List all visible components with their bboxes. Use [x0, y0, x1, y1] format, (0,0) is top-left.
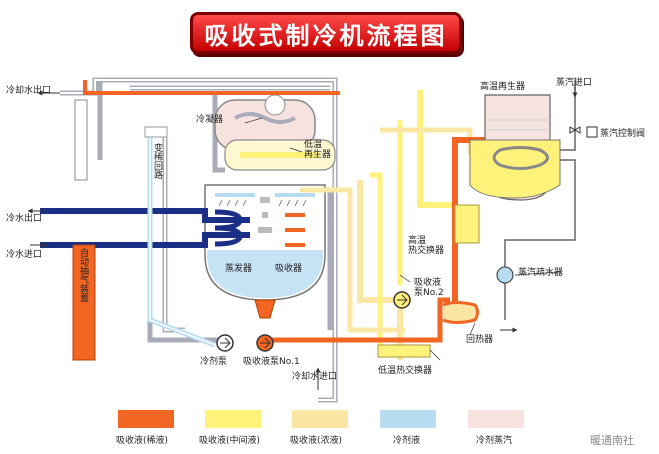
- absorbent-pump-1-arrow: [260, 337, 271, 349]
- absorbent-pump-2-arrow: [397, 294, 408, 306]
- auto-purge-device-bar: [72, 244, 96, 361]
- heat-recovery-coil: [442, 301, 479, 324]
- label-cooling-water-outlet: 冷却水出口: [6, 86, 52, 96]
- steam-lines: [504, 85, 576, 320]
- low-temp-gen-leader: [289, 147, 303, 153]
- legend-swatch-dilute: [118, 410, 174, 428]
- purge-vessel: [74, 99, 88, 181]
- label-refrigerant-pump: 冷剂泵: [200, 357, 228, 367]
- condenser-coil-top: [264, 94, 286, 116]
- absorber-sump: [254, 299, 276, 319]
- legend-swatch-refrigerant-vapor: [468, 410, 524, 428]
- refrigerant-liquid-line-core: [149, 133, 216, 346]
- evaporator-coil: [214, 209, 243, 247]
- steam-trap-leader: [514, 271, 561, 276]
- refrigerant-pump-arrow: [220, 337, 231, 349]
- legend-swatch-refrigerant-liquid: [380, 410, 436, 428]
- high-temp-generator-unit: [469, 94, 561, 201]
- label-chilled-water-inlet: 冷水进口: [6, 250, 43, 260]
- label-low-temp-heat-exchanger: 低温热交换器: [378, 366, 433, 376]
- legend-label-refrigerant-vapor: 冷剂蒸汽: [476, 436, 513, 446]
- low-temp-heat-exchanger-body: [377, 344, 431, 358]
- label-absorber: 吸收器: [275, 264, 303, 274]
- label-absorbent-pump-2: 吸收液 泵No.2: [414, 278, 444, 298]
- high-temp-generator-vapor-lines: [488, 119, 548, 131]
- eliminator-baffles: [258, 197, 272, 233]
- label-evaporator: 蒸发器: [225, 264, 253, 274]
- legend-label-refrigerant-liquid: 冷剂液: [393, 436, 421, 446]
- label-cooling-water-inlet: 冷却水进口: [292, 372, 338, 382]
- flow-arrows: [27, 78, 578, 390]
- label-high-temp-generator: 高温再生器: [480, 82, 526, 92]
- label-variable-dilution-circuit: 变稀回路: [152, 143, 162, 179]
- label-steam-inlet: 蒸汽进口: [556, 78, 593, 88]
- steam-trap-icon: [496, 266, 514, 284]
- chilled-water-out-line: [40, 208, 250, 223]
- chilled-water-in-line: [40, 232, 250, 248]
- high-temp-heat-exchanger-body: [454, 204, 480, 244]
- steam-control-actuator: [586, 126, 598, 138]
- steam-condensate-line: [504, 159, 576, 270]
- absorber-tubes: [285, 213, 305, 247]
- chilled-water-lines: [40, 208, 250, 248]
- label-heat-recovery: 回热器: [466, 335, 494, 345]
- concentrated-line-3: [300, 187, 405, 333]
- label-auto-purge-device: 自动抽气装置: [78, 248, 88, 302]
- pump2-leader: [399, 274, 411, 283]
- label-steam-trap: 蒸汽疏水器: [518, 268, 564, 278]
- steam-control-valve-icon: [569, 126, 581, 134]
- label-absorbent-pump-1: 吸收液泵No.1: [243, 357, 300, 367]
- title-banner: 吸收式制冷机流程图: [190, 12, 462, 54]
- watermark: 暖通南社: [590, 432, 634, 448]
- label-condenser: 冷凝器: [196, 115, 224, 125]
- steam-inlet-line: [560, 85, 576, 151]
- dilution-circuit-cap: [144, 126, 168, 138]
- condenser-coil: [234, 112, 296, 124]
- diagram-title: 吸收式制冷机流程图: [204, 21, 448, 50]
- absorbent-solution-lines: [300, 90, 473, 360]
- label-high-temp-heat-exchanger: 高温 热交换器: [408, 236, 445, 256]
- heat-recovery-leader: [469, 322, 476, 336]
- label-chilled-water-outlet: 冷水出口: [6, 214, 43, 224]
- dilute-line-pump: [270, 297, 450, 343]
- evaporator-absorber-unit: [204, 184, 326, 319]
- legend-swatch-concentrated: [292, 410, 348, 428]
- legend-label-dilute: 吸收液(稀液): [116, 436, 169, 446]
- low-temp-generator-unit: [224, 139, 336, 171]
- label-leaders: [244, 117, 561, 361]
- intermediate-line-1: [370, 172, 383, 345]
- legend-swatch-intermediate: [205, 410, 261, 428]
- lthx-leader: [429, 349, 441, 361]
- dilute-top-line: [83, 80, 340, 95]
- legend-label-concentrated: 吸收液(浓液): [290, 436, 343, 446]
- watermark-text: 暖通南社: [590, 434, 634, 447]
- label-low-temp-generator: 低温 再生器: [304, 140, 332, 160]
- evaporator-pool: [207, 250, 323, 298]
- condenser-leader: [244, 117, 263, 124]
- dilution-loop-line: [162, 135, 185, 333]
- high-temp-generator-coil: [492, 146, 549, 170]
- label-steam-control-valve: 蒸汽控制阀: [600, 129, 646, 139]
- spray-nozzles: [218, 199, 307, 207]
- legend-label-intermediate: 吸收液(中间液): [199, 436, 261, 446]
- intermediate-line-3: [417, 90, 455, 208]
